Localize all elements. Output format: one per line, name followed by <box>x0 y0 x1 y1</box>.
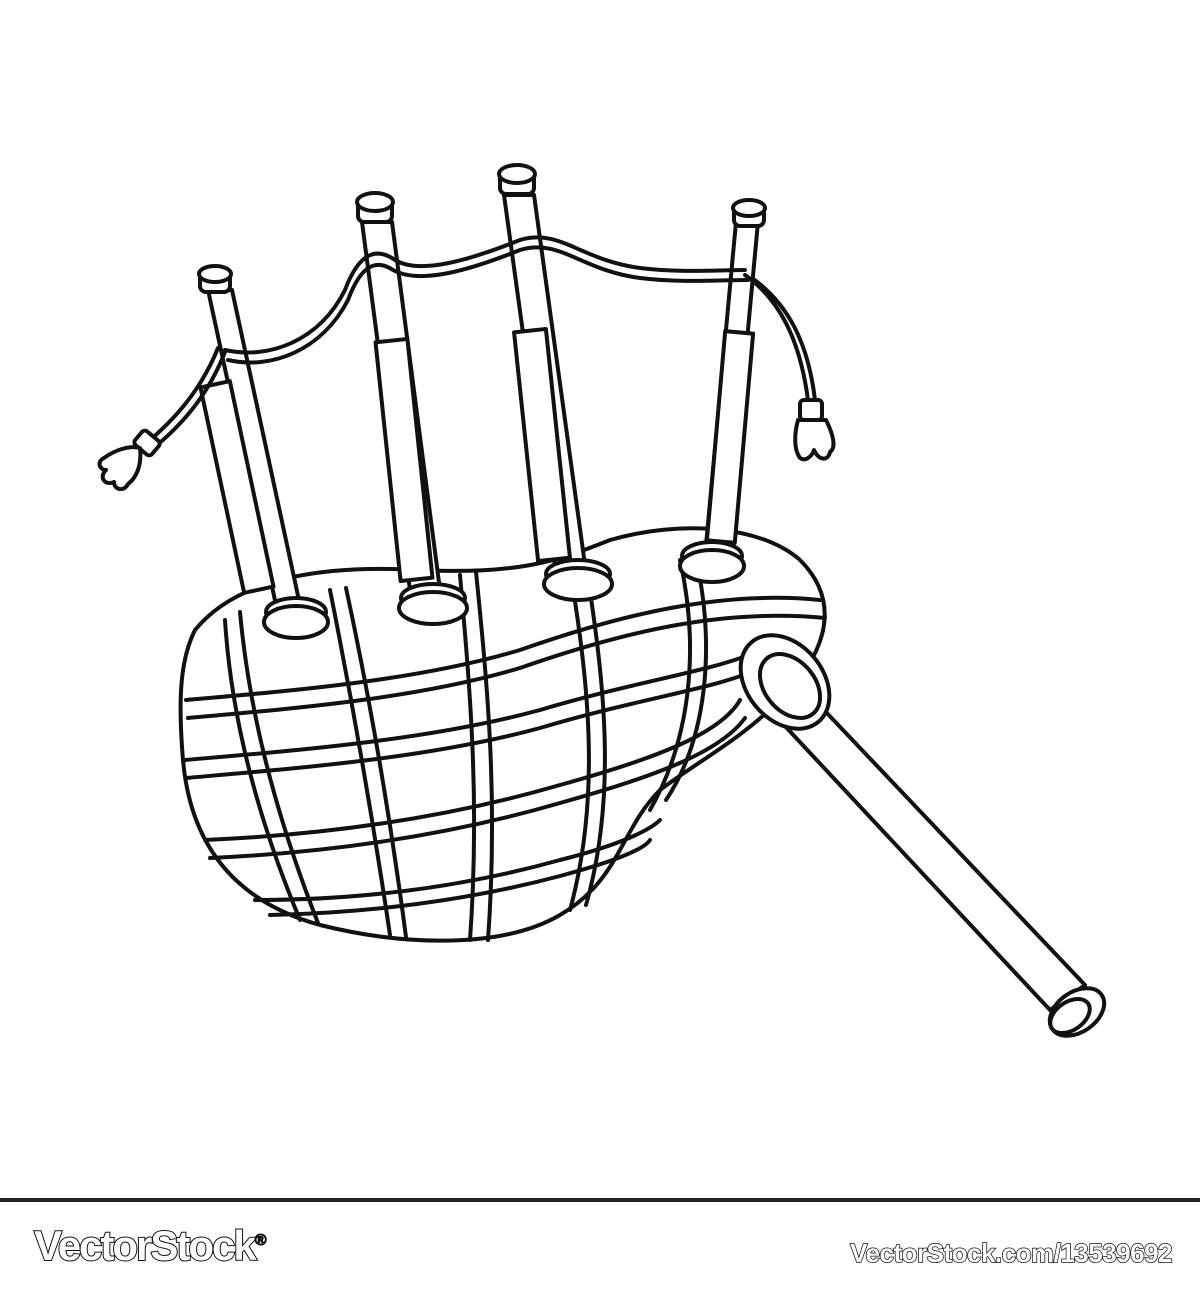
drone-2 <box>355 191 469 626</box>
brand-logo: VectorStock® <box>33 1221 267 1270</box>
watermark-footer: VectorStock® VectorStock.com/13539692 <box>0 1190 1200 1296</box>
drone-4 <box>678 198 767 584</box>
bagpipes-illustration <box>97 163 1107 1038</box>
footer-divider <box>0 1198 1200 1202</box>
drone-3 <box>497 163 614 602</box>
blowpipe <box>768 688 1107 1038</box>
registered-mark: ® <box>254 1232 267 1250</box>
drone-1 <box>197 264 330 640</box>
bagpipes-icon <box>97 163 1107 1038</box>
brand-name: VectorStock <box>33 1221 258 1270</box>
tassel-right <box>793 398 836 462</box>
decorative-cord <box>148 235 817 448</box>
bag <box>178 526 832 943</box>
item-url: VectorStock.com/13539692 <box>849 1237 1173 1269</box>
tassel-left <box>97 428 162 491</box>
